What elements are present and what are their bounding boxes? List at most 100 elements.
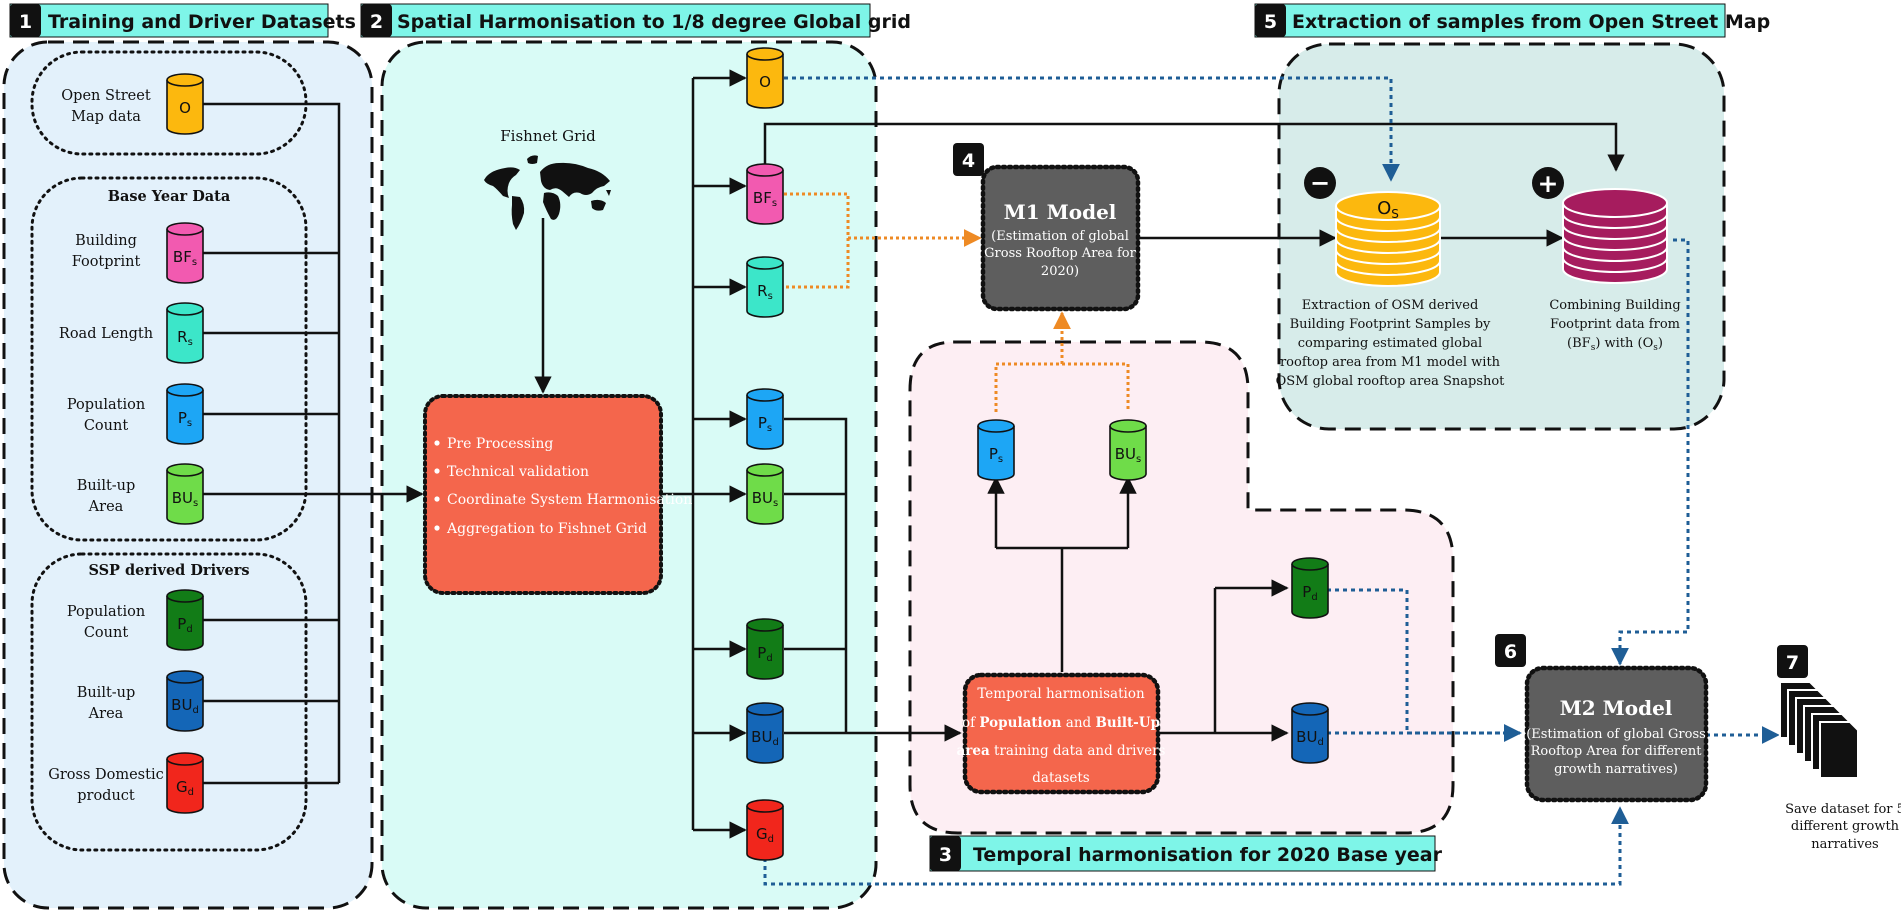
panel-1-labels: Open Street Map data Base Year Data Buil…: [48, 88, 249, 804]
distribution-connectors: [662, 69, 747, 839]
svg-text:(BFs) with (Os): (BFs) with (Os): [1567, 336, 1663, 353]
built-up-area-label-line1: Built-up: [77, 478, 136, 494]
section-3-title: Temporal harmonisation for 2020 Base yea…: [973, 844, 1443, 866]
m2-model-title: M2 Model: [1560, 696, 1673, 720]
m1-model-title: M1 Model: [1004, 200, 1117, 224]
cylinder-symbol: BUd: [171, 696, 199, 716]
m2-desc-line2: Rooftop Area for different: [1531, 744, 1703, 759]
m1-model-text: M1 Model (Estimation of global Gross Roo…: [984, 200, 1136, 279]
preprocessing-box: [423, 394, 663, 595]
cylinder-symbol: Rs: [757, 282, 773, 302]
section-1-title: Training and Driver Datasets: [48, 11, 356, 33]
section-7-badge: 7: [1777, 645, 1808, 678]
preprocessing-item-1: Pre Processing: [447, 436, 553, 452]
temporal-population-cylinder: Ps: [977, 419, 1015, 481]
cylinder-symbol: BUs: [752, 489, 779, 509]
saved-documents-icon: [1779, 681, 1859, 779]
cylinder-symbol: Pd: [1302, 583, 1317, 603]
temporal-harmonisation-box: [962, 672, 1161, 795]
temporal-text-line1: Temporal harmonisation: [977, 686, 1145, 702]
preprocessing-item-2: Technical validation: [447, 464, 589, 480]
section-2-number: 2: [370, 11, 383, 33]
osm-input-cylinder: O: [166, 73, 204, 135]
cylinder-symbol: O: [179, 99, 191, 117]
cylinder-symbol: BUd: [751, 728, 779, 748]
combining-description: Combining Building Footprint data from (…: [1549, 298, 1680, 353]
extraction-description: Extraction of OSM derived Building Footp…: [1276, 298, 1506, 389]
gdp-label-line1: Gross Domestic: [48, 767, 163, 783]
osm-samples-database-icon: [1335, 191, 1441, 287]
cylinder-symbol: BUs: [1115, 445, 1142, 465]
svg-text:OSM global rooftop area Snapsh: OSM global rooftop area Snapshot: [1276, 374, 1506, 389]
population-input-cylinder: Ps: [166, 383, 204, 445]
m1-desc-line2: Gross Rooftop Area for: [984, 246, 1136, 261]
m1-desc-line1: (Estimation of global: [991, 229, 1129, 244]
section-1-number: 1: [19, 11, 32, 33]
building-footprint-label-line1: Building: [75, 233, 137, 249]
harmonised-gdp-cylinder: Gd: [746, 799, 784, 861]
harmonised-ssp-population-cylinder: Pd: [746, 618, 784, 680]
svg-text:6: 6: [1504, 641, 1517, 663]
cylinder-symbol: O: [759, 73, 771, 91]
fishnet-grid-label: Fishnet Grid: [500, 127, 596, 145]
svg-text:Extraction of OSM derived: Extraction of OSM derived: [1302, 298, 1479, 313]
built-up-input-cylinder: BUs: [166, 463, 204, 525]
section-1-header: 1 Training and Driver Datasets: [9, 3, 356, 38]
cylinder-symbol: Rs: [177, 328, 193, 348]
panel-5-background: [1277, 42, 1726, 431]
preprocessing-list: Pre Processing Technical validation Coor…: [434, 436, 692, 537]
combined-database-icon: [1562, 188, 1668, 284]
preprocessing-item-3: Coordinate System Harmonisation: [447, 492, 692, 508]
ssp-built-up-label-line1: Built-up: [77, 685, 136, 701]
m1-desc-line3: 2020): [1041, 264, 1079, 279]
section-6-badge: 6: [1495, 634, 1526, 667]
svg-text:different growth: different growth: [1791, 819, 1900, 834]
ssp-drivers-title: SSP derived Drivers: [88, 562, 249, 579]
cylinder-symbol: BFs: [753, 189, 777, 209]
ssp-population-label-line1: Population: [67, 604, 145, 620]
cylinder-symbol: Ps: [178, 409, 192, 429]
harmonised-population-cylinder: Ps: [746, 388, 784, 450]
section-5-number: 5: [1264, 11, 1277, 33]
cylinder-symbol: BFs: [173, 248, 197, 268]
svg-text:Building Footprint Samples by: Building Footprint Samples by: [1290, 317, 1491, 332]
svg-text:Footprint data from: Footprint data from: [1550, 317, 1680, 332]
cylinder-symbol: BUs: [172, 489, 199, 509]
svg-text:−: −: [1310, 169, 1330, 197]
temporal-built-up-cylinder: BUs: [1109, 419, 1147, 481]
osm-samples-symbol: OS: [1377, 198, 1399, 221]
svg-text:4: 4: [962, 150, 975, 172]
m2-desc-line3: growth narratives): [1554, 762, 1678, 777]
base-year-title: Base Year Data: [108, 188, 231, 205]
orange-links: [784, 192, 1130, 412]
temporal-harmonisation-text: Temporal harmonisation of Population and…: [957, 686, 1166, 786]
blue-links: [763, 76, 1780, 886]
built-up-area-label-line2: Area: [88, 499, 124, 515]
osm-data-label-line1: Open Street: [61, 88, 151, 104]
harmonised-road-cylinder: Rs: [746, 256, 784, 318]
population-count-label-line1: Population: [67, 397, 145, 413]
ssp-population-input-cylinder: Pd: [166, 589, 204, 651]
world-map-icon: [484, 155, 611, 230]
ssp-built-up-input-cylinder: BUd: [166, 670, 204, 732]
gdp-input-cylinder: Gd: [166, 752, 204, 814]
ssp-population-label-line2: Count: [84, 625, 129, 641]
svg-text:+: +: [1538, 169, 1559, 198]
temporal-text-line3: area training data and drivers: [957, 743, 1166, 759]
svg-text:Save dataset for 5: Save dataset for 5: [1785, 802, 1901, 817]
m2-model-text: M2 Model (Estimation of global Gross Roo…: [1526, 696, 1706, 777]
section-5-header: 5 Extraction of samples from Open Street…: [1254, 3, 1770, 38]
section-2-title: Spatial Harmonisation to 1/8 degree Glob…: [397, 11, 911, 33]
harmonised-ssp-built-up-cylinder: BUd: [746, 702, 784, 764]
cylinder-symbol: BUd: [1296, 728, 1324, 748]
input-connectors: [203, 102, 424, 785]
building-footprint-input-cylinder: BFs: [166, 222, 204, 284]
harmonised-built-up-cylinder: BUs: [746, 463, 784, 525]
base-year-group-frame: [30, 176, 308, 542]
cylinder-symbol: Gd: [756, 825, 774, 845]
temporal-ssp-built-up-cylinder: BUd: [1291, 702, 1329, 764]
temporal-ssp-population-cylinder: Pd: [1291, 557, 1329, 619]
road-length-label: Road Length: [59, 326, 153, 342]
